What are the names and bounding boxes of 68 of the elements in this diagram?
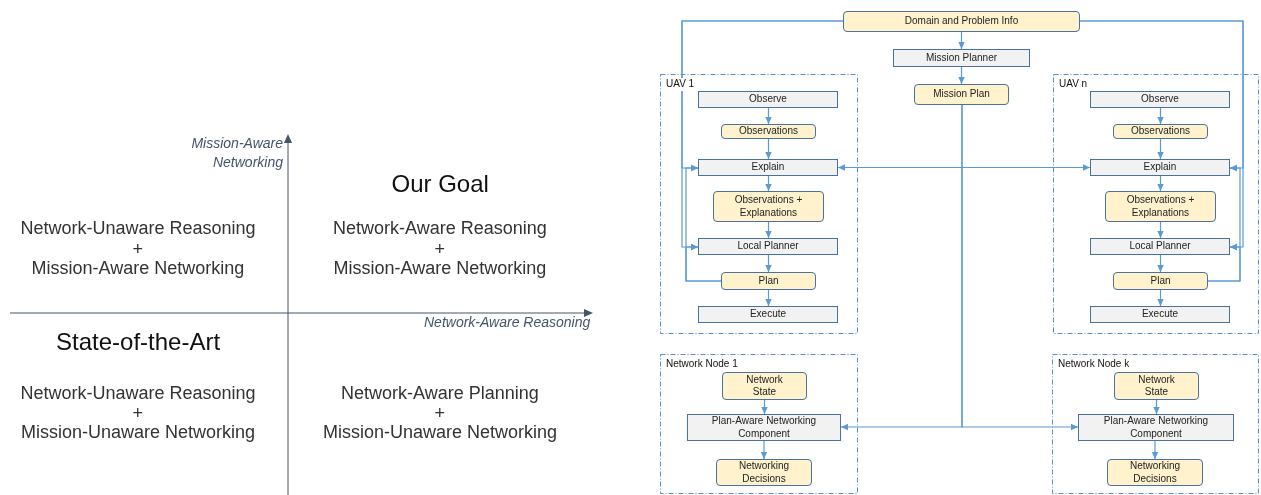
quadrant-text: Network-Aware Planning — [341, 383, 539, 404]
arrow — [1157, 289, 1164, 307]
arrow — [1157, 107, 1164, 125]
data-box: Plan — [721, 272, 816, 290]
arrow — [961, 104, 1079, 431]
quadrant-text: Network-Unaware Reasoning — [20, 218, 256, 239]
group-container — [1053, 74, 1259, 334]
process-box: Plan-Aware Networking Component — [1078, 414, 1234, 441]
quadrant-text: + — [434, 403, 445, 424]
arrow — [681, 20, 844, 251]
data-box: Network State — [1114, 372, 1199, 400]
quadrant-text: + — [434, 239, 445, 260]
process-box: Plan-Aware Networking Component — [687, 414, 841, 441]
process-box: Local Planner — [698, 238, 838, 255]
arrow — [760, 440, 768, 460]
arrow — [765, 107, 772, 125]
data-box: Mission Plan — [914, 84, 1009, 105]
arrow — [958, 31, 965, 50]
arrow — [958, 66, 965, 85]
arrow — [765, 175, 772, 192]
quadrant-text: Mission-Unaware Networking — [21, 422, 256, 443]
data-box: Network State — [722, 372, 807, 400]
data-box: Observations + Explanations — [1105, 191, 1216, 222]
process-box: Execute — [698, 306, 838, 323]
process-box: Explain — [1090, 159, 1230, 176]
quadrant-text: Network-Unaware Reasoning — [20, 383, 256, 404]
arrow — [1079, 20, 1244, 251]
process-box: Explain — [698, 159, 838, 176]
group-label: UAV 1 — [664, 78, 697, 91]
arrow — [765, 138, 772, 160]
process-box: Observe — [1090, 91, 1230, 108]
arrow — [765, 221, 772, 239]
data-box: Domain and Problem Info — [843, 11, 1080, 32]
group-container — [660, 354, 858, 494]
data-box: Networking Decisions — [1107, 459, 1203, 486]
quadrant-title: Our Goal — [391, 170, 489, 198]
data-box: Plan — [1113, 272, 1208, 290]
arrow — [1157, 175, 1164, 192]
arrow — [1157, 138, 1164, 160]
arrow — [1157, 221, 1164, 239]
quadrant-text: + — [132, 403, 143, 424]
data-box: Networking Decisions — [716, 459, 812, 486]
arrow — [1153, 399, 1160, 415]
quadrant-title: State-of-the-Art — [56, 328, 221, 356]
quadrant-text: Mission-Aware Networking — [333, 258, 547, 279]
process-box: Mission Planner — [893, 49, 1030, 67]
axis-label: Mission-Aware Networking — [190, 134, 283, 172]
data-box: Observations — [721, 124, 816, 139]
quadrant-text: Mission-Unaware Networking — [323, 422, 558, 443]
arrow — [761, 399, 768, 415]
group-container — [660, 74, 858, 334]
quadrant-text: Mission-Aware Networking — [31, 258, 245, 279]
quadrant-text: + — [132, 239, 143, 260]
arrow — [837, 164, 1091, 171]
process-box: Local Planner — [1090, 238, 1230, 255]
arrow — [1151, 440, 1159, 460]
process-box: Execute — [1090, 306, 1230, 323]
arrow — [685, 243, 722, 282]
arrow — [765, 254, 772, 273]
quadrant-text: Network-Aware Reasoning — [333, 218, 547, 239]
axis-label: Network-Aware Reasoning — [424, 314, 591, 330]
arrow — [1207, 243, 1241, 282]
data-box: Observations — [1113, 124, 1208, 139]
group-container — [1052, 354, 1259, 494]
arrow — [765, 289, 772, 307]
arrow — [1157, 254, 1164, 273]
process-box: Observe — [698, 91, 838, 108]
data-box: Observations + Explanations — [713, 191, 824, 222]
